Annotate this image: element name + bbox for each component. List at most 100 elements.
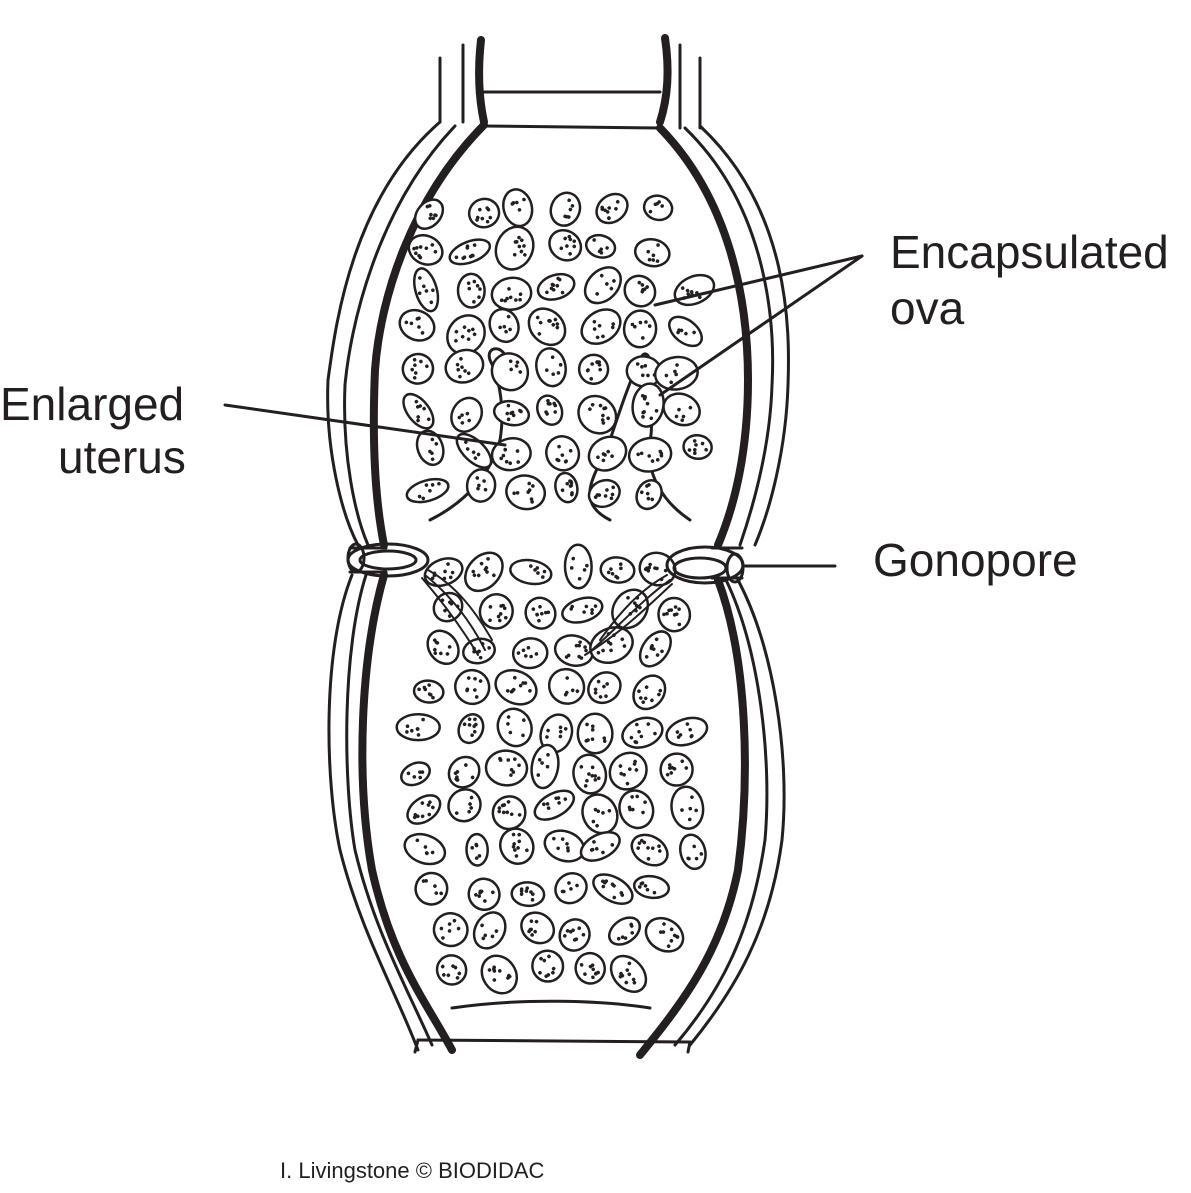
ovum: [490, 437, 532, 472]
ovum: [644, 916, 685, 953]
ovum: [630, 833, 669, 867]
ovum: [682, 434, 713, 460]
ovum: [665, 716, 709, 747]
ovum: [622, 309, 658, 349]
ovum: [412, 267, 440, 313]
proglottid-outer-wall-upper: [326, 120, 790, 547]
image-credit: I. Livingstone © BIODIDAC: [280, 1158, 545, 1183]
ovum: [679, 833, 707, 871]
ovum: [456, 272, 486, 309]
ovum: [450, 396, 484, 433]
ovum: [587, 671, 622, 705]
ovum: [447, 788, 482, 823]
ovum: [545, 435, 581, 472]
ovum: [631, 382, 665, 428]
ovum: [558, 918, 591, 952]
ovum: [467, 197, 501, 229]
ovum: [657, 596, 692, 633]
ovum: [668, 315, 703, 348]
ovum: [633, 237, 671, 268]
ovum: [467, 877, 501, 912]
ovum: [465, 468, 497, 503]
ovum: [547, 667, 586, 705]
proglottid-outer-wall-lower: [327, 573, 786, 1052]
ovum: [490, 276, 533, 312]
ovum: [520, 911, 556, 945]
gonopore-right: [584, 545, 745, 656]
ovum: [446, 314, 486, 356]
ovum: [413, 198, 445, 230]
ovum: [670, 785, 705, 830]
ovum: [407, 234, 444, 266]
ovum: [464, 551, 504, 593]
inner-wall-right-lower: [636, 576, 749, 1059]
ovum: [561, 596, 604, 624]
ovum: [448, 238, 492, 266]
ovum: [584, 233, 617, 259]
ovum: [548, 228, 583, 262]
ovum: [478, 593, 514, 630]
ovum: [621, 716, 664, 749]
ovum: [453, 668, 491, 706]
ovum: [494, 669, 538, 706]
ovum: [426, 629, 460, 666]
ovum: [589, 626, 634, 665]
ovum: [502, 188, 534, 228]
ovum: [554, 471, 579, 504]
ovum: [642, 194, 674, 222]
ovum: [492, 399, 531, 427]
ovum: [490, 352, 530, 392]
label-encapsulated-ova-line2: ova: [890, 282, 965, 334]
ovum: [444, 348, 485, 384]
inner-wall-left-upper: [369, 121, 488, 549]
label-gonopore: Gonopore: [873, 534, 1078, 586]
ovum: [535, 347, 567, 388]
ovum: [530, 743, 560, 790]
ovum: [488, 307, 520, 344]
ovum: [587, 435, 628, 472]
ovum: [447, 755, 481, 789]
ovum: [659, 752, 694, 787]
leader-enlarged-uterus: [223, 403, 507, 447]
inner-wall-right-upper: [656, 124, 752, 549]
ovum: [524, 596, 557, 630]
label-encapsulated-ova-line1: Encapsulated: [890, 226, 1169, 278]
ovum: [531, 949, 565, 983]
inner-wall-left-lower: [358, 571, 456, 1054]
ovum: [400, 761, 431, 787]
ovum: [536, 272, 576, 301]
ovum: [595, 192, 629, 225]
ovum: [395, 713, 441, 742]
ovum: [673, 273, 716, 307]
ovum: [398, 308, 436, 342]
ovum: [412, 679, 445, 704]
ovum: [480, 954, 519, 995]
ovum: [581, 793, 619, 835]
ovum: [587, 478, 621, 509]
ovum: [592, 873, 634, 905]
ovum: [406, 794, 442, 825]
ovum: [563, 543, 593, 590]
ovum: [472, 911, 507, 950]
ovum: [403, 832, 447, 866]
ovum: [496, 707, 533, 748]
gonopore-left: [346, 542, 493, 656]
ovum: [554, 872, 588, 905]
encapsulated-ova: [395, 188, 716, 995]
ovum: [405, 477, 450, 504]
label-enlarged-uterus-line1: Enlarged: [0, 378, 185, 430]
ovum: [618, 789, 655, 830]
ovum: [432, 912, 469, 948]
ovum: [527, 307, 567, 347]
ovum: [435, 954, 468, 986]
ovum: [576, 712, 614, 755]
ovum: [574, 951, 606, 985]
ovum: [510, 881, 546, 908]
ovum: [484, 749, 529, 787]
ovum: [491, 795, 527, 831]
next-segment-neck: [413, 999, 692, 1054]
ovum: [509, 558, 553, 586]
ovum: [608, 751, 648, 791]
ovum: [511, 637, 549, 670]
